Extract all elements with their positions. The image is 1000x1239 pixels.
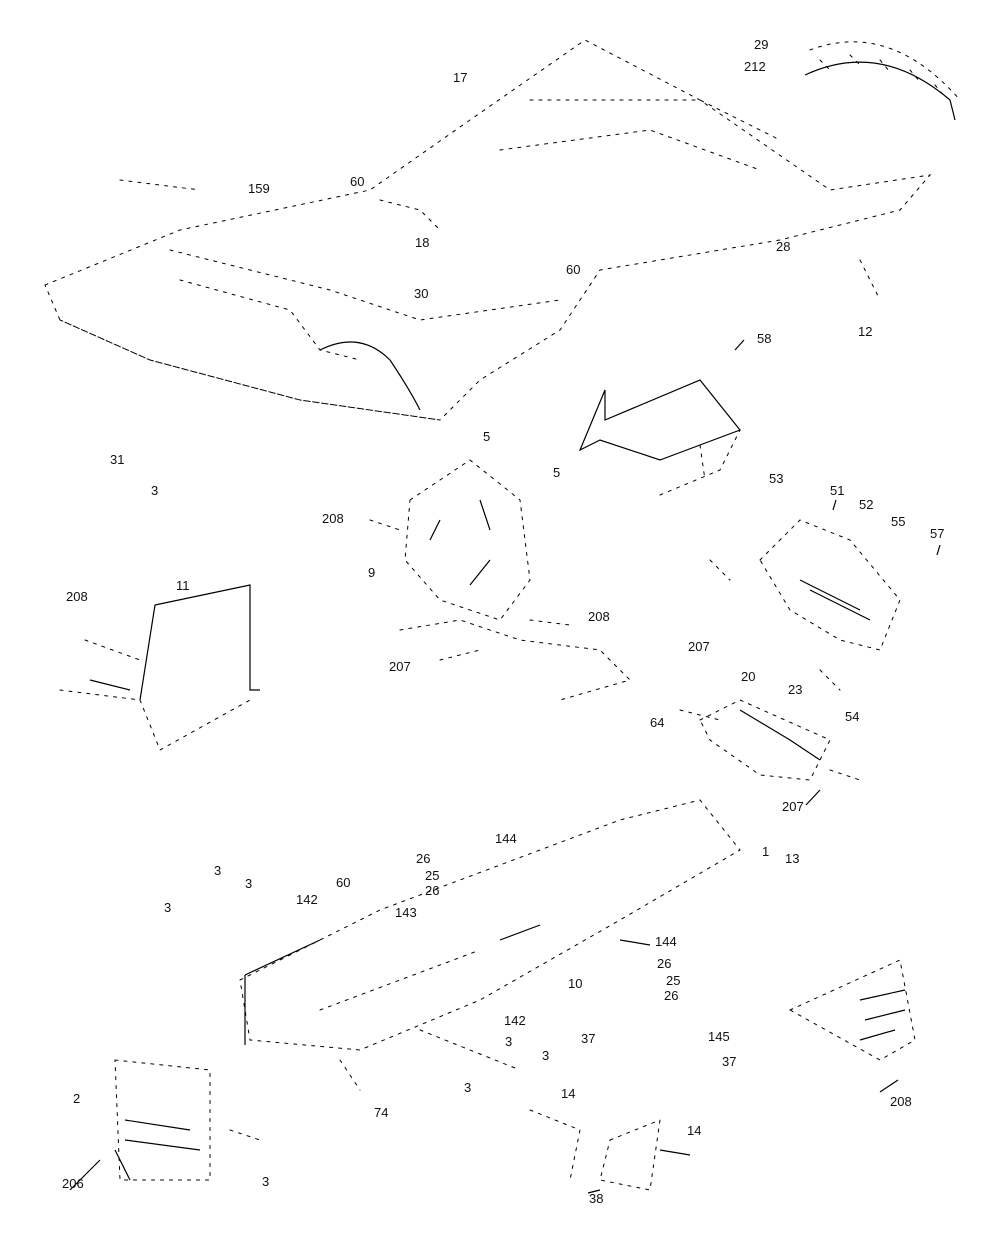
callout-142: 142	[504, 1013, 526, 1028]
callout-37: 37	[722, 1054, 737, 1069]
bracket-58	[578, 379, 741, 496]
drive-assembly-9	[369, 459, 631, 701]
callout-212: 212	[744, 59, 766, 74]
callout-5: 5	[483, 429, 491, 444]
callout-142: 142	[296, 892, 318, 907]
callout-26: 26	[657, 956, 672, 971]
callout-3: 3	[262, 1174, 270, 1189]
callout-57: 57	[930, 526, 945, 541]
callout-206: 206	[62, 1176, 84, 1191]
top-cover-assembly	[44, 39, 932, 421]
callout-3: 3	[164, 900, 172, 915]
callout-26: 26	[664, 988, 679, 1003]
callout-208: 208	[322, 511, 344, 526]
callout-207: 207	[782, 799, 804, 814]
bracket-11	[59, 584, 260, 751]
callout-23: 23	[788, 682, 803, 697]
callout-51: 51	[830, 483, 845, 498]
callout-55: 55	[891, 514, 906, 529]
callout-208: 208	[890, 1094, 912, 1109]
callout-29: 29	[754, 37, 769, 52]
callout-14: 14	[561, 1086, 576, 1101]
callout-207: 207	[688, 639, 710, 654]
callout-3: 3	[245, 876, 253, 891]
block-2	[114, 1059, 261, 1181]
callout-60: 60	[566, 262, 581, 277]
main-frame	[239, 799, 741, 1091]
callout-145: 145	[708, 1029, 730, 1044]
callout-17: 17	[453, 70, 468, 85]
callout-14: 14	[687, 1123, 702, 1138]
callout-3: 3	[464, 1080, 472, 1095]
callout-25: 25	[425, 868, 440, 883]
right-rail	[788, 959, 916, 1061]
callout-74: 74	[374, 1105, 389, 1120]
callout-3: 3	[505, 1034, 513, 1049]
callout-37: 37	[581, 1031, 596, 1046]
plate-20-54	[679, 699, 861, 781]
curved-bracket	[804, 41, 961, 121]
callout-3: 3	[214, 863, 222, 878]
callout-207: 207	[389, 659, 411, 674]
callout-11: 11	[176, 578, 190, 593]
callout-38: 38	[589, 1191, 604, 1206]
callout-10: 10	[568, 976, 583, 991]
callout-31: 31	[110, 452, 125, 467]
callout-3: 3	[151, 483, 159, 498]
callout-28: 28	[776, 239, 791, 254]
leader-lines	[69, 339, 941, 1194]
callout-208: 208	[66, 589, 88, 604]
callout-144: 144	[655, 934, 677, 949]
callout-2: 2	[73, 1091, 81, 1106]
callout-60: 60	[336, 875, 351, 890]
motor-assembly-51-57	[709, 519, 901, 691]
callout-13: 13	[785, 851, 800, 866]
callout-64: 64	[650, 715, 665, 730]
callout-58: 58	[757, 331, 772, 346]
callout-52: 52	[859, 497, 874, 512]
callout-54: 54	[845, 709, 860, 724]
callout-25: 25	[666, 973, 681, 988]
callout-53: 53	[769, 471, 784, 486]
callout-144: 144	[495, 831, 517, 846]
callout-208: 208	[588, 609, 610, 624]
callout-60: 60	[350, 174, 365, 189]
callout-159: 159	[248, 181, 270, 196]
callout-5: 5	[553, 465, 561, 480]
callout-143: 143	[395, 905, 417, 920]
callout-30: 30	[414, 286, 429, 301]
callout-1: 1	[762, 844, 770, 859]
callout-26: 26	[416, 851, 431, 866]
callout-18: 18	[415, 235, 430, 250]
callout-9: 9	[368, 565, 376, 580]
callout-20: 20	[741, 669, 756, 684]
bottom-parts	[529, 1109, 691, 1191]
callout-3: 3	[542, 1048, 550, 1063]
callout-12: 12	[858, 324, 873, 339]
callout-26: 26	[425, 883, 440, 898]
